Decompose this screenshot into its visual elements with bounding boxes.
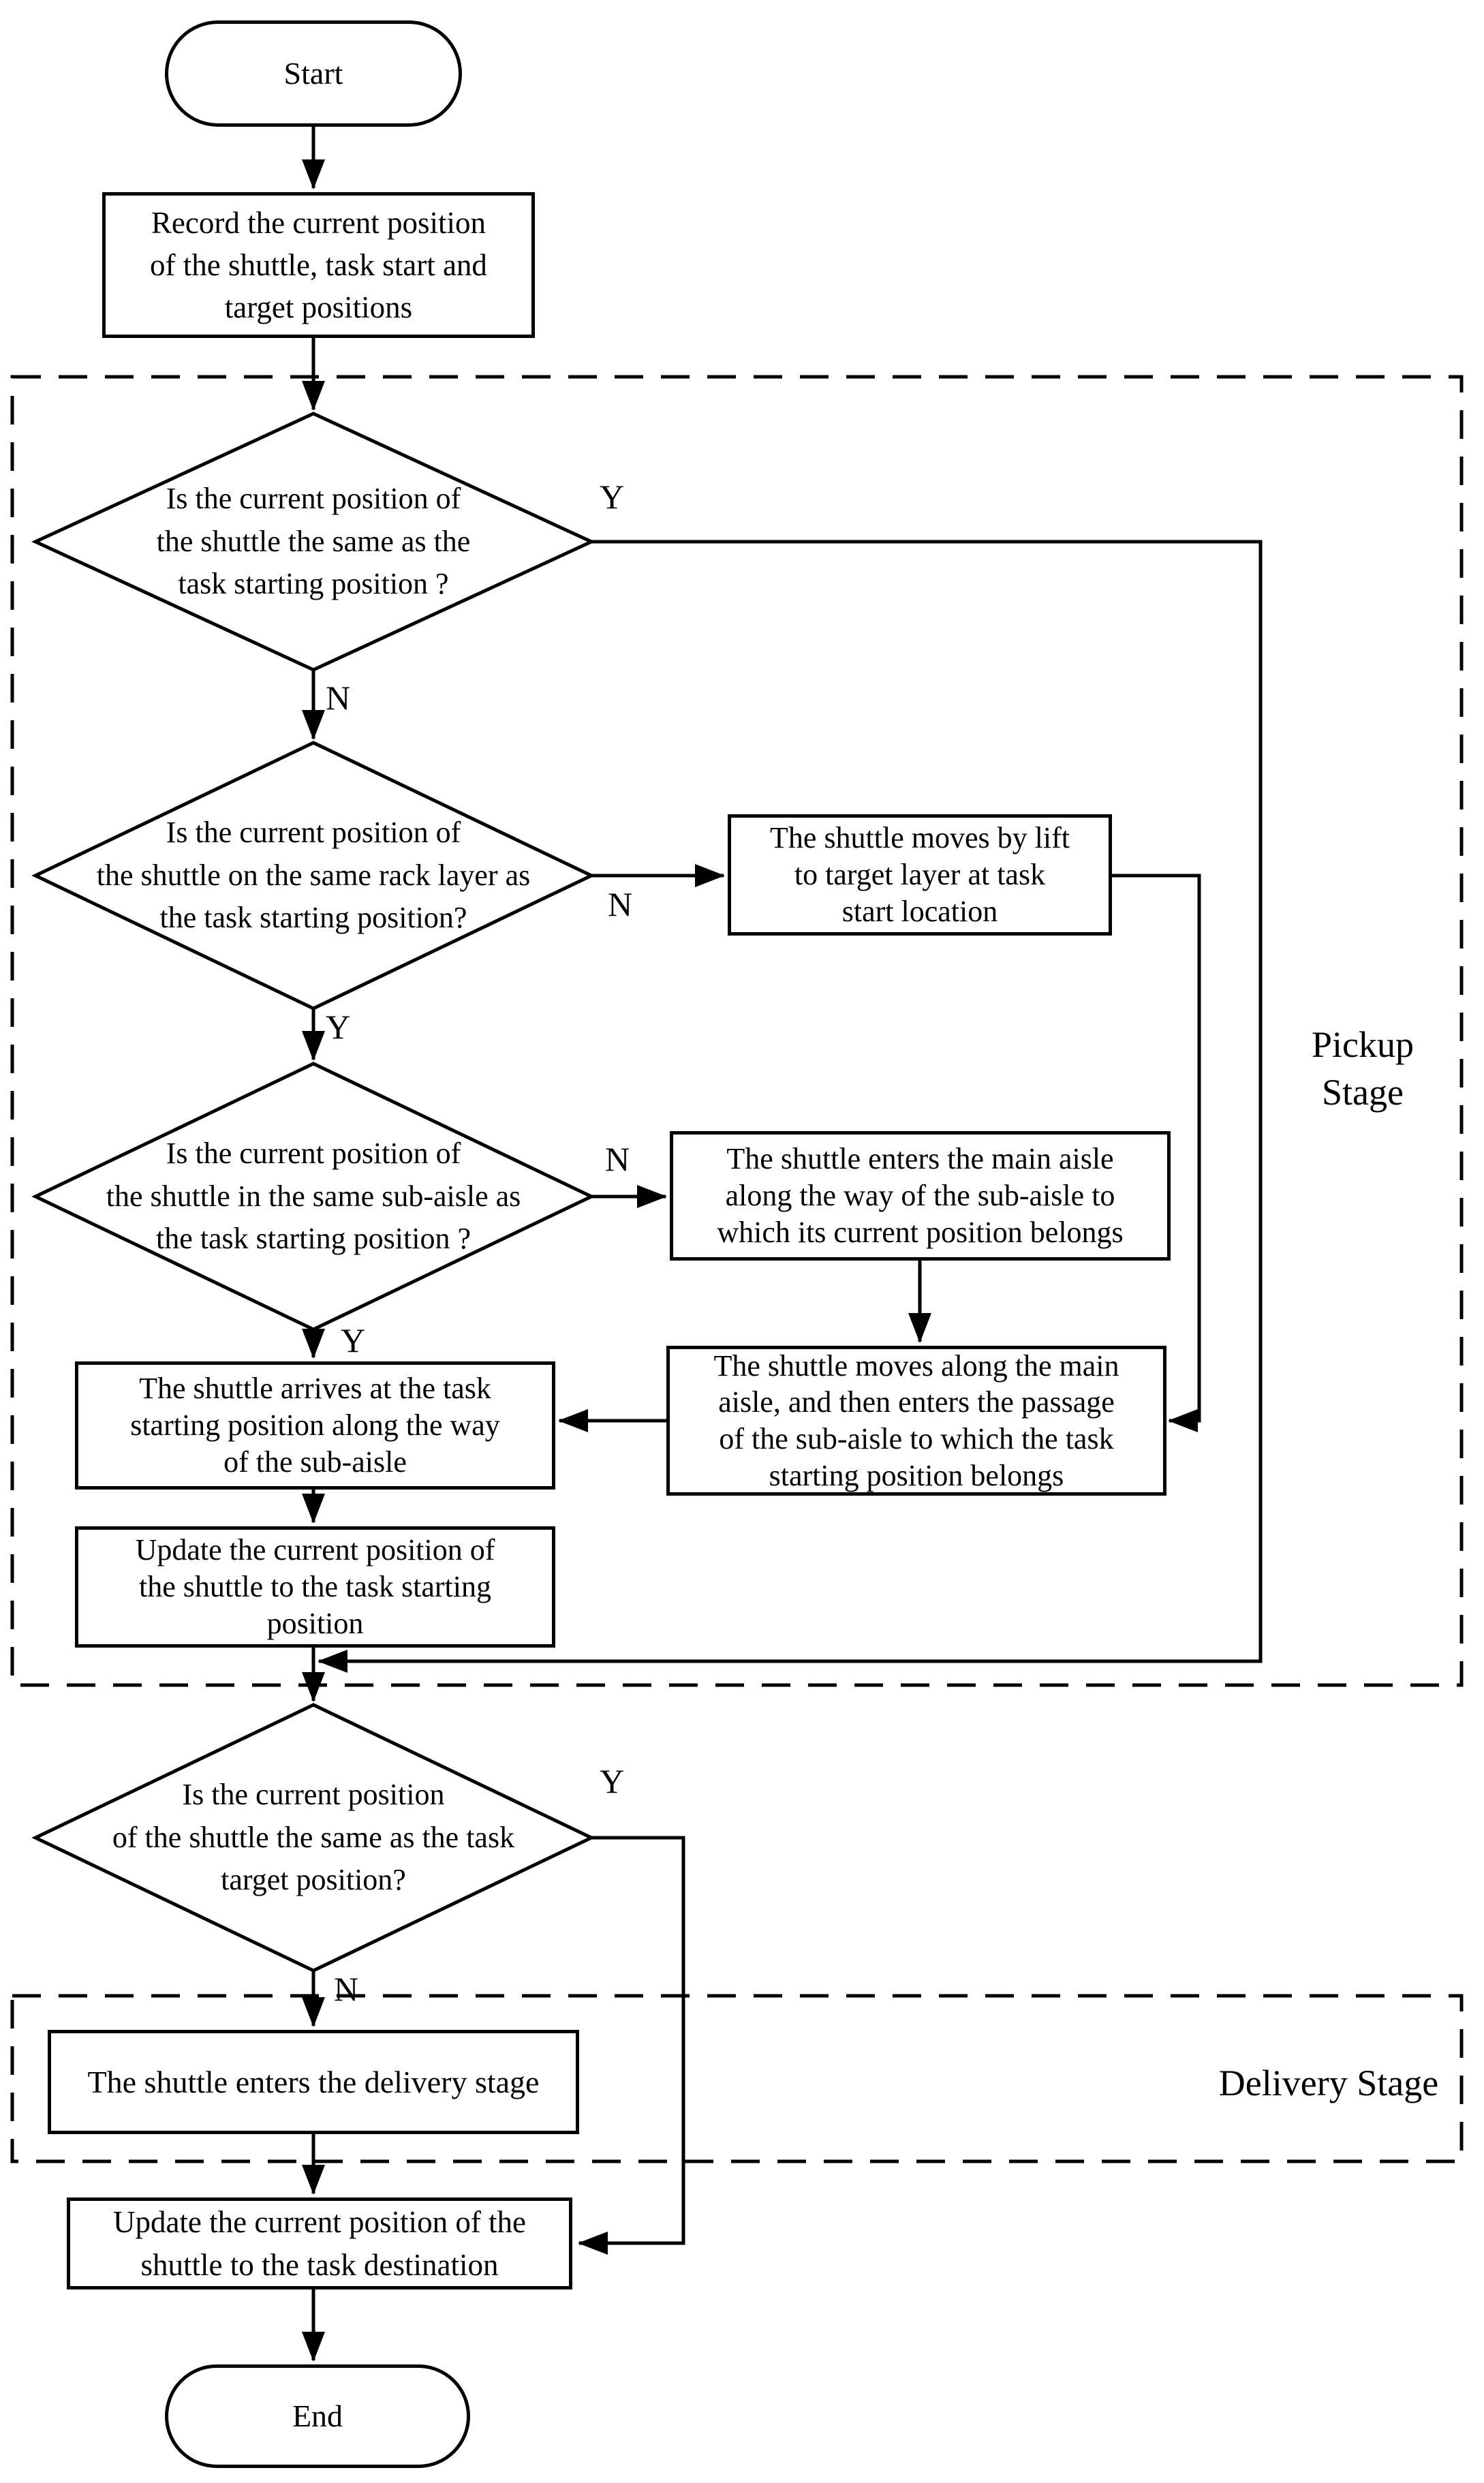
decision2-yes-label: Y xyxy=(326,1008,351,1046)
move-by-lift-label: The shuttle moves by lift to target laye… xyxy=(770,821,1070,928)
edge-decision4-yes-to-update-destination xyxy=(578,1836,685,2255)
move-main-aisle-process: The shuttle moves along the main aisle, … xyxy=(666,1346,1166,1496)
decision3-yes-label: Y xyxy=(341,1321,366,1359)
enter-main-aisle-label: The shuttle enters the main aisle along … xyxy=(717,1142,1124,1249)
decision4-yes-label: Y xyxy=(600,1762,625,1800)
start-label: Start xyxy=(283,56,343,91)
decision3-no-label: N xyxy=(605,1140,630,1178)
enter-delivery-process: The shuttle enters the delivery stage xyxy=(48,2030,579,2134)
delivery-stage-boundary xyxy=(10,1994,1464,2163)
decision1-no-label: N xyxy=(326,679,351,717)
update-destination-process: Update the current position of the shutt… xyxy=(67,2197,572,2289)
decision1-yes-label: Y xyxy=(600,478,625,516)
record-positions-process: Record the current position of the shutt… xyxy=(102,192,535,338)
edge-decision1-yes-return xyxy=(318,540,1263,1673)
update-start-position-process: Update the current position of the shutt… xyxy=(75,1526,555,1648)
update-destination-label: Update the current position of the shutt… xyxy=(112,2205,527,2282)
delivery-stage-label: Delivery Stage xyxy=(1218,2063,1439,2103)
decision-same-subaisle-text: Is the current position of the shuttle i… xyxy=(106,1137,521,1256)
pickup-stage-label: Pickup Stage xyxy=(1311,1024,1414,1113)
start-terminator: Start xyxy=(165,20,462,127)
enter-delivery-label: The shuttle enters the delivery stage xyxy=(87,2064,540,2099)
end-label: End xyxy=(292,2399,343,2434)
decision-same-layer-text: Is the current position of the shuttle o… xyxy=(96,816,531,935)
edge-lift-to-move-main-aisle xyxy=(1112,874,1201,1432)
decision4-no-label: N xyxy=(334,1970,359,2008)
arrive-start-process: The shuttle arrives at the task starting… xyxy=(75,1361,555,1490)
decision-same-start-text: Is the current position of the shuttle t… xyxy=(156,482,471,601)
move-by-lift-process: The shuttle moves by lift to target laye… xyxy=(728,814,1112,936)
decision-at-target-text: Is the current position of the shuttle t… xyxy=(112,1778,515,1897)
enter-main-aisle-process: The shuttle enters the main aisle along … xyxy=(670,1131,1171,1261)
move-main-aisle-label: The shuttle moves along the main aisle, … xyxy=(713,1348,1119,1492)
record-positions-label: Record the current position of the shutt… xyxy=(150,205,487,325)
end-terminator: End xyxy=(165,2364,470,2468)
pickup-stage-boundary xyxy=(10,375,1464,1687)
decision2-no-label: N xyxy=(608,885,633,923)
update-start-position-label: Update the current position of the shutt… xyxy=(135,1533,495,1640)
arrive-start-label: The shuttle arrives at the task starting… xyxy=(130,1372,500,1479)
